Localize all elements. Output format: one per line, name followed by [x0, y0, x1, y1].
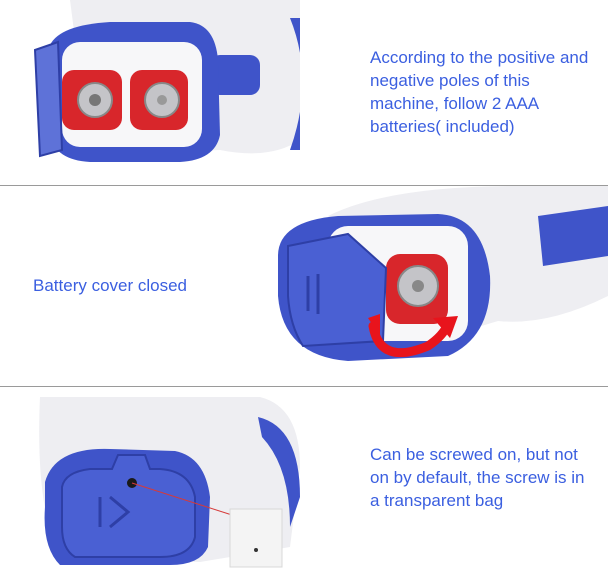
caption-screw-info: Can be screwed on, but not on by default…	[370, 445, 585, 510]
thermometer-batteries-image	[33, 0, 300, 162]
divider-1	[0, 185, 608, 186]
battery-right-icon	[130, 70, 188, 130]
thermometer-cover-image	[278, 186, 608, 361]
battery-icon	[386, 254, 448, 324]
caption-battery-install: According to the positive and negative p…	[370, 48, 589, 136]
panel-battery-install: According to the positive and negative p…	[0, 0, 608, 185]
panel-cover-closed: Battery cover closed	[0, 186, 608, 386]
divider-2	[0, 386, 608, 387]
thermometer-bottom-image	[39, 397, 300, 568]
battery-left-icon	[62, 70, 122, 130]
rotate-arrow-icon	[368, 314, 458, 358]
screw-bag-icon	[229, 508, 283, 568]
panel-screw-info: Can be screwed on, but not on by default…	[0, 387, 608, 575]
caption-cover-closed: Battery cover closed	[33, 276, 188, 295]
